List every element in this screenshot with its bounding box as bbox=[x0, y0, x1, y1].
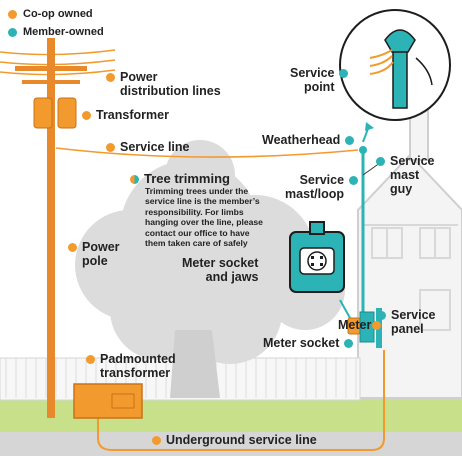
co-op-dot bbox=[68, 243, 77, 252]
service-line bbox=[55, 147, 359, 158]
label-text: Power bbox=[82, 240, 120, 254]
label-transformer: Transformer bbox=[82, 108, 169, 122]
member-dot bbox=[339, 69, 349, 78]
member-dot bbox=[377, 311, 386, 320]
label-text: Meter bbox=[338, 318, 372, 332]
label-text: pole bbox=[82, 254, 108, 268]
label-text: Service bbox=[391, 308, 436, 322]
co-op-swatch bbox=[8, 9, 17, 19]
co-op-dot bbox=[106, 73, 115, 82]
label-text: Service bbox=[290, 66, 335, 80]
tree bbox=[75, 140, 345, 398]
distribution-lines bbox=[0, 49, 116, 76]
label-text: transformer bbox=[100, 366, 171, 380]
label-text: distribution lines bbox=[120, 84, 221, 98]
label-text: and jaws bbox=[205, 270, 259, 284]
label-text: point bbox=[303, 80, 335, 94]
meter-socket-callout bbox=[289, 221, 351, 319]
power-pole-shape bbox=[15, 38, 87, 418]
legend-label: Co-op owned bbox=[23, 8, 93, 20]
label-underground-service-line: Underground service line bbox=[152, 433, 317, 447]
co-op-dot bbox=[82, 111, 91, 120]
label-text: Transformer bbox=[96, 108, 169, 122]
label-text: Meter socket bbox=[263, 336, 340, 350]
member-dot bbox=[344, 339, 354, 348]
label-tree-trimming: Tree trimming bbox=[130, 172, 230, 186]
co-op-dot bbox=[106, 143, 115, 152]
shared-dot bbox=[130, 175, 139, 184]
padmount-box bbox=[73, 383, 143, 419]
label-text: Power bbox=[120, 70, 158, 84]
label-text: mast/loop bbox=[285, 187, 345, 201]
label-text: Service bbox=[390, 154, 435, 168]
member-swatch bbox=[8, 27, 17, 37]
grass bbox=[0, 398, 462, 432]
legend-label: Member-owned bbox=[23, 26, 104, 38]
fence-pickets bbox=[5, 358, 357, 398]
label-service-line: Service line bbox=[106, 140, 190, 154]
member-dot bbox=[376, 157, 385, 166]
service-point-callout bbox=[339, 9, 451, 121]
label-text: panel bbox=[391, 322, 424, 336]
service-mast bbox=[359, 122, 385, 330]
house-windows bbox=[362, 224, 458, 331]
member-dot bbox=[345, 136, 355, 145]
house bbox=[357, 109, 462, 399]
legend-co-op: Co-op owned bbox=[8, 8, 93, 20]
label-meter: Meter bbox=[338, 318, 382, 332]
label-text: Service line bbox=[120, 140, 190, 154]
member-dot bbox=[349, 176, 359, 185]
label-text: Padmounted bbox=[100, 352, 176, 366]
label-weatherhead: Weatherhead bbox=[262, 133, 355, 147]
label-text: Tree trimming bbox=[144, 171, 230, 186]
co-op-dot bbox=[372, 321, 382, 330]
label-text: Meter socket bbox=[182, 256, 259, 270]
label-text: Service bbox=[299, 173, 345, 187]
label-text: guy bbox=[390, 182, 413, 196]
legend-member: Member-owned bbox=[8, 26, 104, 38]
label-meter-socket: Meter socket bbox=[263, 336, 354, 350]
label-text: Weatherhead bbox=[262, 133, 341, 147]
label-text: Underground service line bbox=[166, 433, 317, 447]
underground-line bbox=[97, 350, 385, 451]
co-op-dot bbox=[86, 355, 95, 364]
label-text: mast bbox=[390, 168, 420, 182]
co-op-dot bbox=[152, 436, 161, 445]
tree-trimming-note: Trimming trees under the service line is… bbox=[145, 186, 263, 249]
